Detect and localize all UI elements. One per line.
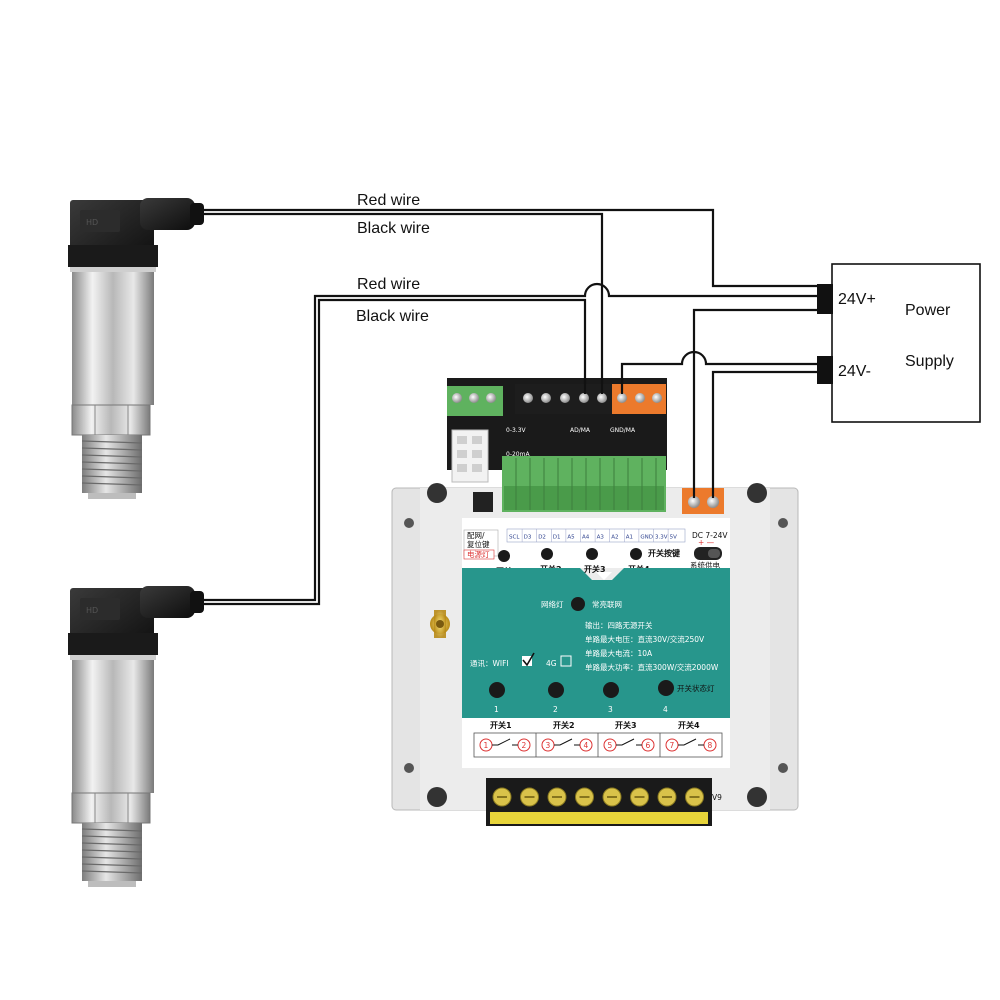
relay-terminal-number: 1 bbox=[484, 741, 489, 750]
antenna-connector bbox=[430, 610, 450, 638]
pressure-sensor-2 bbox=[67, 585, 205, 888]
led-number-4: 4 bbox=[663, 705, 668, 714]
psu-negative-dc-wire bbox=[711, 370, 818, 498]
pressure-sensor-1 bbox=[67, 197, 205, 500]
relay-label-4: 开关4 bbox=[678, 720, 700, 730]
pin-label: A4 bbox=[582, 535, 590, 541]
psu-positive-wire bbox=[692, 308, 818, 498]
network-light-label: 网络灯 bbox=[541, 599, 564, 609]
dc-voltage-label: DC 7-24V bbox=[692, 531, 728, 540]
pin-label: A1 bbox=[626, 535, 633, 541]
label-sensor1-red: Red wire bbox=[357, 192, 420, 209]
board-label-voltage: 0-3.3V bbox=[506, 427, 527, 434]
output-terminal-strip bbox=[490, 812, 708, 824]
system-power-label: 系统供电 bbox=[690, 560, 720, 570]
wiring: Red wire Black wire Red wire Black wire bbox=[204, 192, 818, 606]
comm-label: 通讯：WIFI bbox=[470, 658, 509, 668]
relay-label-1: 开关1 bbox=[490, 720, 512, 730]
spec-line-4: 单路最大功率：直流300W/交流2000W bbox=[585, 662, 719, 672]
switch-button-1[interactable] bbox=[498, 550, 510, 562]
relay-switch-symbol bbox=[678, 738, 704, 746]
power-supply-title-2: Supply bbox=[905, 353, 954, 370]
led-number-3: 3 bbox=[608, 705, 613, 714]
relay-terminal-number: 4 bbox=[584, 741, 589, 750]
spec-line-3: 单路最大电流：10A bbox=[585, 648, 653, 658]
relay-label-2: 开关2 bbox=[553, 720, 575, 730]
pin-label: GND bbox=[640, 535, 653, 541]
pin-label: D3 bbox=[524, 535, 532, 541]
pin-label: 5V bbox=[670, 535, 677, 541]
pin-label: 3.3V bbox=[655, 535, 668, 541]
switch-button-4[interactable] bbox=[630, 548, 642, 560]
spec-line-2: 单路最大电压：直流30V/交流250V bbox=[585, 634, 705, 644]
board-label-gnd: GND/MA bbox=[610, 427, 636, 434]
terminal-24v-positive: 24V+ bbox=[838, 291, 876, 308]
config-label-1: 配网/ bbox=[467, 531, 485, 540]
sensor2-black-wire bbox=[204, 298, 587, 606]
spec-line-1: 输出：四路无源开关 bbox=[585, 620, 653, 630]
network-led bbox=[571, 597, 585, 611]
switch-button-2[interactable] bbox=[541, 548, 553, 560]
config-label-2: 复位键 bbox=[467, 539, 490, 549]
relay-terminal-number: 3 bbox=[546, 741, 551, 750]
4g-label: 4G bbox=[546, 659, 557, 668]
label-sensor2-red: Red wire bbox=[357, 276, 420, 293]
power-supply-title-1: Power bbox=[905, 302, 951, 319]
power-light-label: 电源灯 bbox=[467, 549, 490, 559]
v9-label: V9 bbox=[712, 793, 722, 802]
psu-negative-wire bbox=[620, 350, 818, 394]
relay-label-3: 开关3 bbox=[615, 720, 637, 730]
pin-label: A2 bbox=[611, 535, 618, 541]
status-led-4 bbox=[658, 680, 674, 696]
board-label-ad: AD/MA bbox=[570, 427, 591, 434]
pin-label: A5 bbox=[567, 535, 575, 541]
status-led-1 bbox=[489, 682, 505, 698]
power-supply: Power Supply 24V+ 24V- bbox=[817, 263, 981, 423]
sensor1-black-wire bbox=[204, 212, 604, 394]
terminal-24v-negative: 24V- bbox=[838, 363, 871, 380]
led-number-1: 1 bbox=[494, 705, 499, 714]
switch-state-light-label: 开关状态灯 bbox=[677, 683, 715, 693]
led-number-2: 2 bbox=[553, 705, 558, 714]
relay-switch-symbol bbox=[554, 738, 580, 746]
pin-label: D1 bbox=[553, 535, 561, 541]
board-label-current: 0-20mA bbox=[506, 451, 530, 458]
switch-button-3[interactable] bbox=[586, 548, 598, 560]
relay-terminal-number: 8 bbox=[708, 741, 713, 750]
relay-terminal-number: 7 bbox=[670, 741, 675, 750]
dc-polarity-label: + — bbox=[698, 538, 715, 547]
relay-terminal-number: 6 bbox=[646, 741, 651, 750]
teal-panel bbox=[462, 568, 730, 718]
sensor1-red-wire bbox=[204, 208, 818, 288]
label-sensor2-black: Black wire bbox=[356, 308, 429, 325]
relay-terminal-number: 2 bbox=[522, 741, 527, 750]
switch-button-label: 开关按键 bbox=[648, 548, 680, 558]
relay-switch-symbol bbox=[492, 738, 518, 746]
status-led-3 bbox=[603, 682, 619, 698]
status-led-2 bbox=[548, 682, 564, 698]
sensor2-red-wire bbox=[204, 282, 818, 602]
always-on-label: 常亮联网 bbox=[592, 599, 622, 609]
pin-label: SCL bbox=[509, 535, 520, 541]
relay-terminal-number: 5 bbox=[608, 741, 613, 750]
relay-switch-symbol bbox=[616, 738, 642, 746]
label-sensor1-black: Black wire bbox=[357, 220, 430, 237]
switch-label-3: 开关3 bbox=[584, 564, 606, 574]
pin-label: A3 bbox=[597, 535, 605, 541]
pin-label: D2 bbox=[538, 535, 546, 541]
controller-module: 0-3.3V 0-20mA AD/MA GND/MA bbox=[391, 378, 799, 826]
